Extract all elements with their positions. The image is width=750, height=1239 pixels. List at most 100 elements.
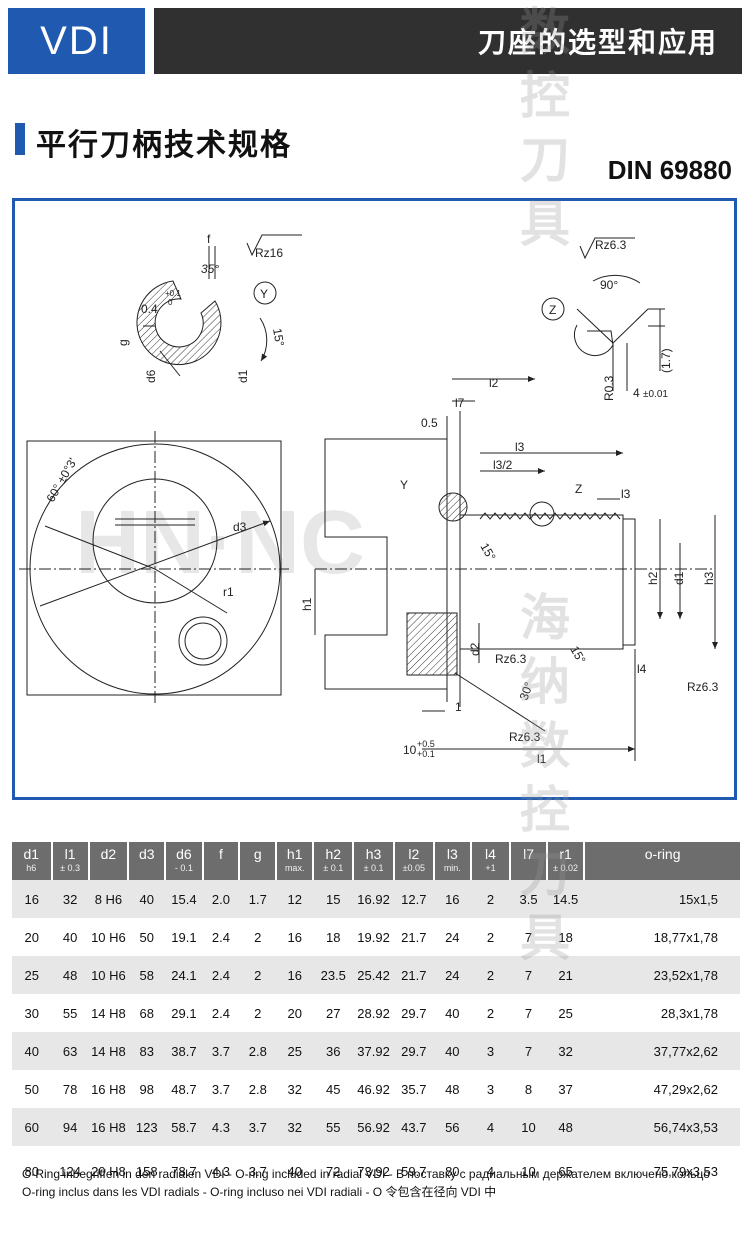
table-cell: 16: [276, 956, 314, 994]
table-cell: 7: [524, 1005, 533, 1021]
table-cell: 80: [445, 1163, 460, 1179]
column-symbol: o-ring: [644, 846, 681, 862]
table-cell: 30: [24, 1005, 40, 1021]
table-cell: 40: [62, 929, 78, 945]
table-cell: 18: [326, 929, 341, 945]
label-d2: d2: [468, 642, 482, 656]
column-header: l7: [510, 842, 548, 880]
detail-z: [541, 237, 665, 391]
table-cell: 36: [313, 1032, 354, 1070]
table-cell: 4: [486, 1163, 495, 1179]
column-symbol: d6: [176, 846, 192, 862]
table-cell: 2.0: [202, 880, 240, 918]
table-cell: 78.7: [171, 1163, 197, 1179]
table-cell: 63: [51, 1032, 89, 1070]
column-header: d6- 0.1: [165, 842, 204, 880]
table-cell: 20 H8: [91, 1163, 126, 1179]
label-l4: l4: [637, 662, 647, 676]
footnote-line-1: O-Ring inbegriffen in den radialen VDI -…: [22, 1167, 710, 1181]
table-cell: 24: [433, 956, 471, 994]
label-rz63-d2: Rz6.3: [495, 652, 527, 666]
table-cell: 20: [24, 929, 40, 945]
label-y-detail: Y: [260, 287, 268, 301]
column-symbol: l4: [484, 846, 496, 862]
section-marker: [15, 123, 25, 155]
label-l3-half: l3/2: [493, 458, 513, 472]
table-cell: 40: [12, 1032, 52, 1070]
table-cell: 18,77x1,78: [653, 929, 718, 945]
table-cell: 48.7: [171, 1081, 197, 1097]
label-d3: d3: [233, 520, 247, 534]
table-cell: 40: [128, 880, 166, 918]
table-cell: 24: [445, 929, 460, 945]
label-17: (1.7): [659, 348, 673, 373]
table-cell: 4.3: [211, 1163, 230, 1179]
table-cell: 80: [24, 1163, 40, 1179]
table-cell: 37.92: [353, 1032, 394, 1070]
label-l7: l7: [455, 396, 465, 410]
label-90deg: 90°: [600, 278, 618, 292]
column-header: l1± 0.3: [51, 842, 90, 880]
table-cell: 3.7: [211, 1081, 230, 1097]
section-title: 平行刀柄技术规格: [36, 128, 292, 163]
side-view: [314, 376, 718, 761]
table-cell: 25.42: [353, 956, 394, 994]
column-symbol: h1: [286, 846, 303, 862]
table-cell: 32: [546, 1032, 585, 1070]
label-15deg-lower: 15°: [567, 644, 588, 667]
column-symbol: h2: [325, 846, 342, 862]
table-cell: 12.7: [393, 880, 434, 918]
label-15deg-thread: 15°: [477, 541, 498, 564]
watermark-char: 刀: [520, 131, 570, 189]
column-tolerance: h6: [26, 863, 37, 873]
label-rz63-right: Rz6.3: [687, 680, 719, 694]
table-cell: 123: [128, 1108, 166, 1146]
label-05: 0.5: [421, 416, 438, 430]
table-cell: 50: [24, 1081, 40, 1097]
table-cell: 2.8: [248, 1081, 267, 1097]
column-header: d3: [128, 842, 167, 880]
column-tolerance: ± 0.1: [323, 863, 344, 873]
column-symbol: f: [219, 846, 223, 862]
table-cell: 56.92: [353, 1108, 394, 1146]
table-cell: 56,74x3,53: [584, 1108, 740, 1146]
table-cell: 28.92: [357, 1005, 390, 1021]
label-r1: r1: [223, 585, 234, 599]
table-cell: 83: [128, 1032, 166, 1070]
column-header: l4+1: [470, 842, 512, 880]
table-cell: 15.4: [165, 880, 203, 918]
table-cell: 37,77x2,62: [584, 1032, 740, 1070]
table-cell: 4: [470, 1108, 511, 1146]
table-cell: 15x1,5: [584, 880, 740, 918]
table-cell: 16.92: [353, 880, 394, 918]
label-30deg: 30°: [517, 680, 536, 702]
table-cell: 2.8: [239, 1032, 277, 1070]
table-cell: 16 H8: [88, 1108, 129, 1146]
drawing-svg: HN·NC f Rz16 35° Y +0.1 0 0.4 g d6 d1 15…: [19, 232, 719, 766]
label-tol-01: +0.1: [165, 289, 181, 298]
label-l2: l2: [489, 376, 499, 390]
column-tolerance: ± 0.02: [553, 863, 579, 873]
label-z-detail: Z: [549, 303, 556, 317]
column-symbol: g: [253, 846, 262, 862]
table-cell: 24.1: [165, 956, 203, 994]
table-cell: 28,3x1,78: [660, 1005, 718, 1021]
table-cell: 23,52x1,78: [584, 956, 740, 994]
table-cell: 7: [524, 929, 533, 945]
table-cell: 158: [135, 1163, 158, 1179]
table-cell: 58: [128, 956, 166, 994]
column-symbol: h3: [365, 846, 382, 862]
column-header: h3± 0.1: [353, 842, 395, 880]
column-tolerance: max.: [284, 863, 305, 873]
table-cell: 21.7: [393, 956, 434, 994]
table-cell: 78: [62, 1081, 78, 1097]
label-tol-05: +0.5: [417, 739, 435, 749]
table-cell: 2: [470, 956, 511, 994]
vdi-badge: VDI: [8, 8, 145, 74]
column-symbol: l2: [408, 846, 420, 862]
